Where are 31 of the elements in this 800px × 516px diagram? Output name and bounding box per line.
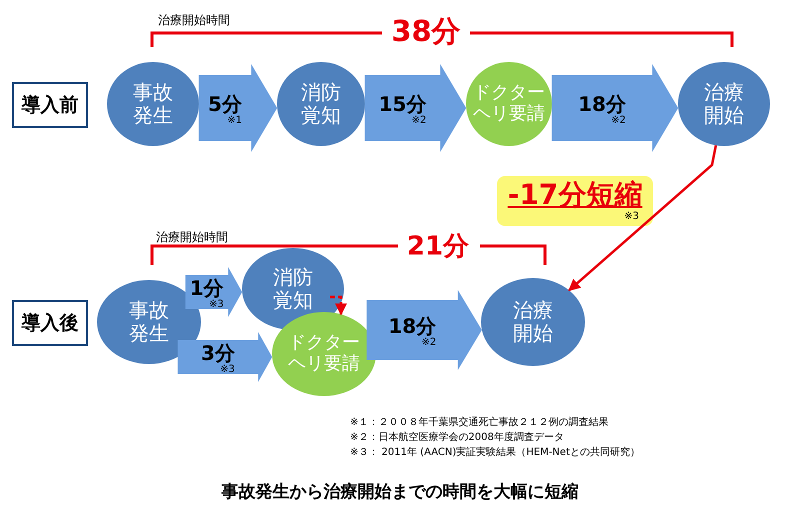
block-arrow — [364, 64, 466, 152]
highlight-box — [497, 176, 653, 226]
block-arrow — [178, 332, 272, 382]
node-text: ドクターヘリ要請 — [287, 333, 361, 375]
dimension-label: 治療開始時間 — [158, 12, 230, 29]
footnote: ※３： 2011年 (AACN)実証実験結果（HEM-Netとの共同研究） — [350, 446, 640, 459]
duration-value: 21分 — [406, 230, 470, 264]
footnote-mark: ※3 — [624, 210, 639, 222]
arrow — [330, 296, 347, 316]
footnote: ※１：２００８年千葉県交通死亡事故２１２例の調査結果 — [350, 416, 608, 429]
node-text: 消防覚知 — [300, 81, 342, 127]
footnote: ※２：日本航空医療学会の2008年度調査データ — [350, 430, 564, 444]
node-text: 消防覚知 — [272, 266, 314, 312]
reduction-text: -17分短縮 — [508, 180, 642, 211]
node-text: ドクターヘリ要請 — [472, 83, 546, 125]
duration-value: 38分 — [391, 13, 461, 50]
caption: 事故発生から治療開始までの時間を大幅に短縮 — [222, 481, 578, 503]
node-text: 治療開始 — [512, 299, 554, 345]
node-text: 治療開始 — [703, 81, 745, 127]
dimension-label: 治療開始時間 — [156, 229, 228, 246]
block-arrow — [366, 290, 482, 370]
arrow — [568, 145, 718, 292]
node-text: 導入前 — [22, 93, 78, 118]
block-arrow — [185, 267, 242, 317]
node-text: 事故発生 — [128, 299, 170, 345]
block-arrow — [198, 64, 278, 152]
label-box — [12, 82, 88, 128]
block-arrow — [552, 64, 678, 152]
label-box — [12, 300, 88, 346]
node-text: 事故発生 — [132, 81, 174, 127]
node-text: 導入後 — [22, 311, 78, 336]
